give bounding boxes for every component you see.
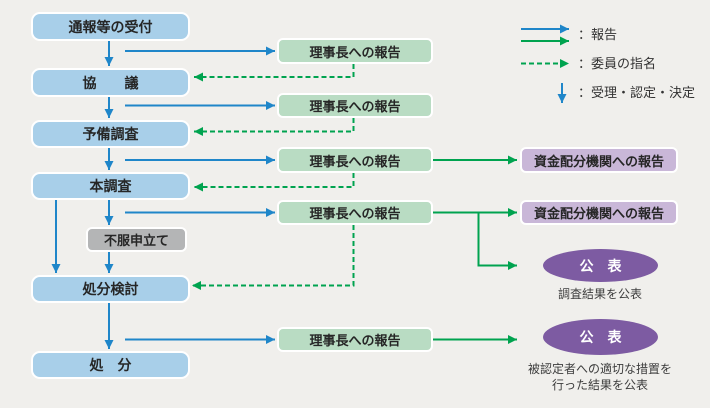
arrow-report4-branch-to-publish1 bbox=[477, 212, 517, 270]
publish-caption-2-line-1: 被認定者への適切な措置を bbox=[527, 362, 672, 376]
president-report-box-1: 理事長への報告 bbox=[277, 38, 433, 64]
president-report-box-5: 理事長への報告 bbox=[277, 327, 433, 352]
legend-label-nomination: ：委員の指名 bbox=[578, 56, 657, 71]
publish-caption-1: 調査結果を公表 bbox=[557, 287, 642, 301]
funding-report-box-2: 資金配分機関への報告 bbox=[520, 200, 678, 225]
publish-caption-2: 被認定者への適切な措置を 行った結果を公表 bbox=[500, 361, 700, 393]
appeal-box: 不服申立て bbox=[86, 227, 187, 252]
president-report-box-3: 理事長への報告 bbox=[277, 147, 433, 173]
legend-arrow-glyphs bbox=[521, 24, 569, 103]
process-box-preliminary-investigation: 予備調査 bbox=[31, 120, 190, 148]
dashed-report4-to-review bbox=[192, 225, 355, 290]
president-report-box-2: 理事長への報告 bbox=[277, 93, 433, 118]
publish-ellipse-2: 公 表 bbox=[543, 319, 658, 355]
legend-label-decision: ：受理・認定・決定 bbox=[578, 85, 696, 100]
publish-ellipse-1: 公 表 bbox=[543, 249, 658, 282]
process-box-disposition: 処 分 bbox=[31, 351, 190, 379]
legend-label-report: ：報告 bbox=[578, 27, 618, 42]
funding-report-box-1: 資金配分機関への報告 bbox=[520, 147, 678, 173]
process-box-reception: 通報等の受付 bbox=[31, 12, 190, 41]
process-box-disposition-review: 処分検討 bbox=[31, 275, 190, 303]
green-report-arrows bbox=[433, 155, 517, 344]
blue-flow-arrows bbox=[51, 41, 275, 349]
publish-caption-2-line-2: 行った結果を公表 bbox=[551, 378, 648, 392]
president-report-box-4: 理事長への報告 bbox=[277, 200, 433, 225]
dashed-report3-to-main bbox=[194, 173, 355, 192]
green-dashed-nomination-arrows bbox=[192, 64, 355, 290]
process-box-consultation: 協 議 bbox=[31, 68, 190, 97]
dashed-report2-to-preliminary bbox=[194, 118, 355, 136]
dashed-report1-to-consultation bbox=[194, 64, 355, 82]
process-box-main-investigation: 本調査 bbox=[31, 172, 190, 200]
